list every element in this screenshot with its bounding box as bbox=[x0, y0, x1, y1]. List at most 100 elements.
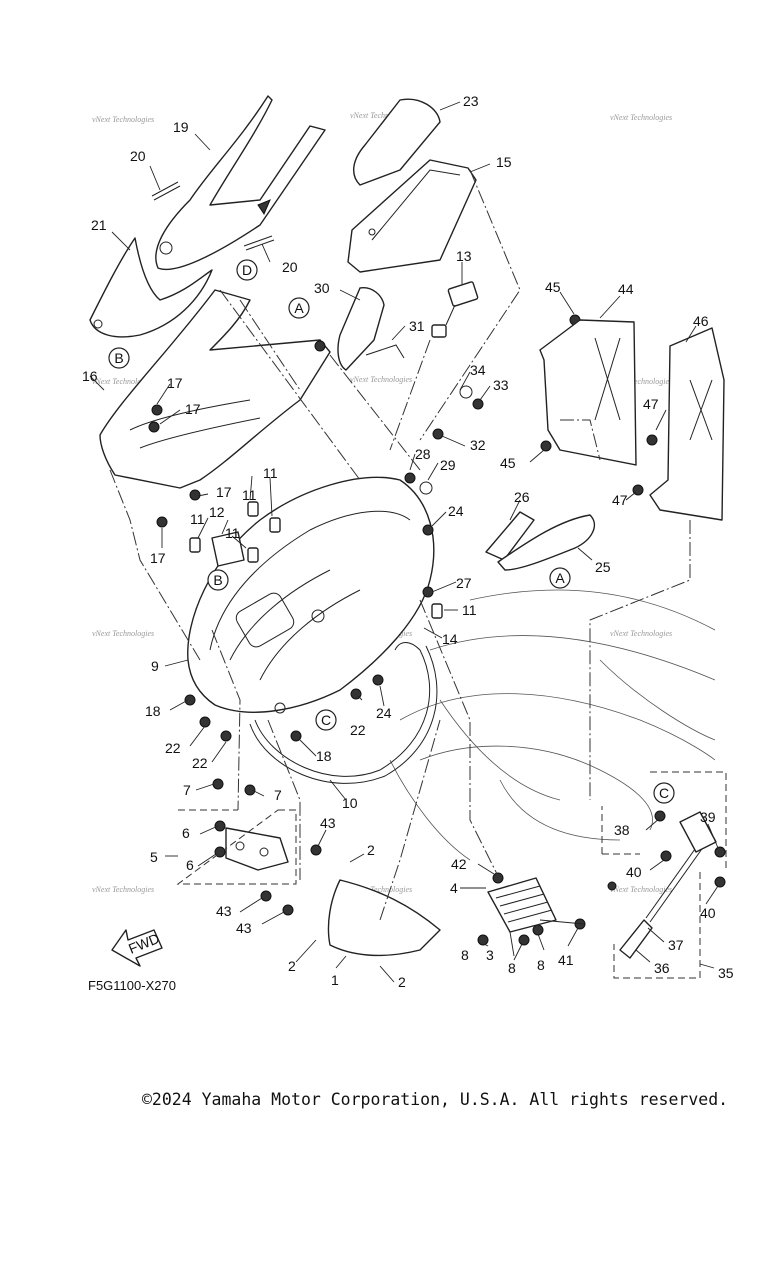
callout-28: 28 bbox=[415, 446, 431, 462]
callout-7: 7 bbox=[183, 782, 191, 798]
callout-18: 18 bbox=[145, 703, 161, 719]
ref-circle-a bbox=[288, 297, 310, 319]
callout-2: 2 bbox=[288, 958, 296, 974]
part-hood-body bbox=[187, 476, 435, 714]
callout-34: 34 bbox=[470, 362, 486, 378]
ref-letter-a: A bbox=[555, 570, 565, 586]
callout-37: 37 bbox=[668, 937, 684, 953]
ref-letter-c: C bbox=[321, 712, 331, 728]
callout-23: 23 bbox=[463, 93, 479, 109]
part-bolts bbox=[148, 314, 726, 946]
watermark: vNext Technologies bbox=[92, 629, 154, 638]
callout-8: 8 bbox=[537, 957, 545, 973]
ref-circle-b bbox=[108, 347, 130, 369]
callout-17: 17 bbox=[167, 375, 183, 391]
part-front-trim bbox=[89, 237, 213, 338]
watermark: vNext Technologies bbox=[92, 115, 154, 124]
copyright-notice: ©2024 Yamaha Motor Corporation, U.S.A. A… bbox=[142, 1090, 729, 1109]
part-decals bbox=[151, 181, 275, 251]
callout-14: 14 bbox=[442, 631, 458, 647]
callout-17: 17 bbox=[185, 401, 201, 417]
callout-17: 17 bbox=[216, 484, 232, 500]
callout-7: 7 bbox=[274, 787, 282, 803]
callout-21: 21 bbox=[91, 217, 107, 233]
callout-38: 38 bbox=[614, 822, 630, 838]
part-gasket bbox=[249, 642, 438, 784]
parts-diagram: vNext Technologies vNext Technologies vN… bbox=[82, 93, 734, 990]
callout-43: 43 bbox=[320, 815, 336, 831]
leader-lines bbox=[89, 101, 719, 983]
callout-11: 11 bbox=[242, 487, 257, 503]
callout-22: 22 bbox=[165, 740, 181, 756]
callout-46: 46 bbox=[693, 313, 709, 329]
group-boxes bbox=[176, 771, 727, 979]
part-side-trims bbox=[485, 511, 595, 571]
watermark: vNext Technologies bbox=[610, 113, 672, 122]
part-deck bbox=[99, 289, 331, 489]
watermark: vNext Technologies bbox=[350, 885, 412, 894]
part-clips bbox=[189, 501, 443, 619]
ref-letter-c: C bbox=[659, 785, 669, 801]
callout-32: 32 bbox=[470, 437, 486, 453]
callout-35: 35 bbox=[718, 965, 734, 981]
reference-markers: A D B B A C C bbox=[108, 259, 675, 804]
callout-20: 20 bbox=[282, 259, 298, 275]
callout-20: 20 bbox=[130, 148, 146, 164]
ref-letter-b: B bbox=[114, 350, 123, 366]
callout-2: 2 bbox=[398, 974, 406, 990]
ref-circle-b bbox=[207, 569, 229, 591]
callout-42: 42 bbox=[451, 856, 467, 872]
callout-40: 40 bbox=[626, 864, 642, 880]
callout-47: 47 bbox=[643, 396, 659, 412]
hull-outline bbox=[389, 589, 716, 861]
part-bracket-right bbox=[649, 327, 725, 521]
callout-41: 41 bbox=[558, 952, 574, 968]
watermark: vNext Technologies bbox=[350, 111, 412, 120]
callout-22: 22 bbox=[350, 722, 366, 738]
reference-lines bbox=[109, 169, 691, 921]
part-hinge-bracket bbox=[225, 827, 289, 871]
part-switch bbox=[431, 281, 479, 338]
drawing-code: F5G1100-X270 bbox=[88, 978, 176, 993]
watermark: vNext Technologies bbox=[92, 377, 154, 386]
callout-39: 39 bbox=[700, 809, 716, 825]
ref-circle-c bbox=[315, 709, 337, 731]
callout-11: 11 bbox=[462, 602, 477, 618]
callout-15: 15 bbox=[496, 154, 512, 170]
callout-45: 45 bbox=[500, 455, 516, 471]
watermark: vNext Technologies bbox=[350, 375, 412, 384]
ref-circle-c bbox=[653, 782, 675, 804]
callout-6: 6 bbox=[186, 857, 194, 873]
callout-numbers: 1 2 2 2 3 4 5 6 6 7 7 8 8 8 9 10 11 11 1… bbox=[82, 93, 734, 990]
callout-4: 4 bbox=[450, 880, 458, 896]
callout-33: 33 bbox=[493, 377, 509, 393]
watermark: vNext Technologies bbox=[610, 377, 672, 386]
part-bracket-left bbox=[539, 319, 637, 466]
callout-45: 45 bbox=[545, 279, 561, 295]
callout-13: 13 bbox=[456, 248, 472, 264]
callout-6: 6 bbox=[182, 825, 190, 841]
callout-10: 10 bbox=[342, 795, 358, 811]
ref-letter-d: D bbox=[242, 262, 252, 278]
callout-12: 12 bbox=[209, 504, 225, 520]
callout-3: 3 bbox=[486, 947, 494, 963]
callout-36: 36 bbox=[654, 960, 670, 976]
part-hood-panel bbox=[347, 159, 477, 273]
callout-19: 19 bbox=[173, 119, 189, 135]
callout-27: 27 bbox=[456, 575, 472, 591]
callout-47: 47 bbox=[612, 492, 628, 508]
callout-1: 1 bbox=[331, 972, 339, 988]
ref-letter-a: A bbox=[294, 300, 304, 316]
callout-9: 9 bbox=[151, 658, 159, 674]
part-top-cover bbox=[155, 95, 326, 270]
callout-30: 30 bbox=[314, 280, 330, 296]
part-step bbox=[487, 877, 585, 933]
callout-43: 43 bbox=[216, 903, 232, 919]
callout-11: 11 bbox=[190, 511, 205, 527]
fwd-arrow: FWD bbox=[111, 929, 163, 967]
callout-24: 24 bbox=[448, 503, 464, 519]
watermark: vNext Technologies bbox=[610, 885, 672, 894]
part-lower-cover bbox=[327, 879, 441, 957]
callout-29: 29 bbox=[440, 457, 456, 473]
callout-18: 18 bbox=[316, 748, 332, 764]
